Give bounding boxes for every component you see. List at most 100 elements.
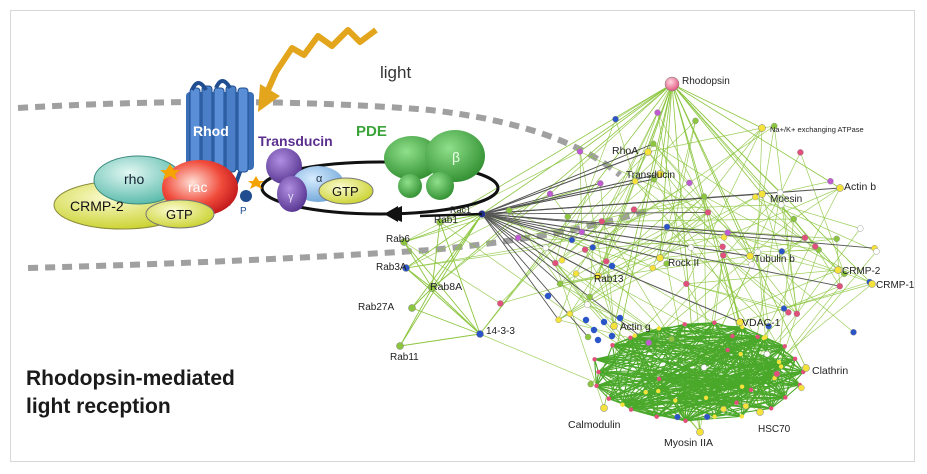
figure-frame	[10, 10, 915, 462]
network-node	[776, 189, 784, 196]
node-rhoa	[644, 148, 652, 156]
network-node	[663, 223, 671, 231]
network-edge	[601, 83, 673, 222]
cluster-edge	[611, 345, 624, 405]
network-node	[742, 402, 750, 410]
network-edge	[773, 125, 798, 314]
network-node	[546, 190, 554, 198]
network-edge	[739, 281, 870, 323]
network-node	[558, 257, 566, 264]
node-myosin	[696, 428, 704, 436]
cluster-edge	[736, 366, 782, 404]
cluster-node	[683, 418, 688, 424]
cluster-node	[776, 359, 782, 365]
rac1-hub-edge	[481, 211, 708, 215]
network-edge	[647, 151, 709, 213]
phosphate-dot	[240, 190, 252, 202]
crmp2-pathway-label: CRMP-2	[70, 198, 124, 214]
rac1-hub-edge	[481, 213, 561, 285]
network-node	[582, 316, 590, 324]
network-node	[692, 117, 699, 125]
network-node	[594, 336, 602, 344]
cluster-edge	[735, 386, 743, 403]
cluster-edge	[594, 359, 598, 386]
rac1-hub-edge	[481, 213, 650, 344]
pde-beta-label: β	[452, 149, 460, 165]
rhodopsin-edge	[671, 83, 807, 369]
node-crmp2	[834, 266, 842, 274]
cluster-edge	[645, 377, 775, 393]
cluster-node	[712, 320, 717, 325]
cluster-edge	[594, 359, 599, 373]
network-edge	[405, 193, 551, 269]
network-edge	[500, 151, 649, 304]
label-rab27a: Rab27A	[358, 302, 394, 313]
network-edge	[768, 187, 841, 327]
cluster-node	[739, 384, 745, 389]
cluster-edge	[656, 377, 775, 418]
cluster-node	[740, 324, 745, 330]
node-rhodopsin	[664, 76, 680, 92]
network-edge	[555, 173, 661, 264]
node-vdac1	[736, 318, 744, 326]
cluster-node	[748, 387, 754, 393]
cluster-node	[738, 351, 743, 357]
network-edge	[584, 249, 672, 340]
pde-label: PDE	[356, 123, 387, 140]
network-node	[668, 335, 675, 343]
node-moesin	[758, 190, 766, 198]
network-edge	[558, 263, 667, 321]
light-arrow-head	[258, 84, 280, 112]
cluster-edge	[594, 358, 660, 380]
node-clathrin	[802, 364, 810, 372]
network-node	[552, 259, 559, 267]
network-node	[785, 309, 792, 316]
node-rab1	[436, 218, 444, 226]
cluster-node	[628, 335, 633, 340]
light-arrow	[265, 27, 378, 92]
label-clathrin: Clathrin	[812, 365, 848, 377]
network-node	[572, 270, 580, 277]
network-node	[812, 243, 819, 250]
network-node	[801, 234, 809, 241]
cluster-edge	[634, 335, 743, 388]
network-edge	[584, 182, 690, 250]
network-node	[556, 280, 564, 287]
cluster-edge	[598, 371, 659, 392]
cluster-node	[703, 395, 709, 400]
rho-pathway-label: rho	[124, 171, 144, 187]
node-rab6	[400, 238, 408, 246]
rab-edge	[405, 213, 483, 269]
rac1-arrow-head	[384, 206, 402, 222]
cluster-edge	[596, 385, 610, 400]
network-edge	[761, 193, 798, 314]
rhodopsin-edge	[659, 83, 673, 175]
cluster-edge	[727, 335, 733, 351]
network-node	[600, 318, 608, 326]
network-node	[790, 215, 797, 223]
gtp-left-label: GTP	[166, 207, 193, 222]
network-edge	[597, 232, 728, 277]
cluster-node	[628, 407, 634, 412]
network-node	[612, 115, 619, 123]
network-node	[687, 244, 695, 251]
network-node	[608, 262, 616, 270]
network-node	[833, 235, 840, 243]
network-node	[780, 305, 788, 312]
network-node	[663, 260, 670, 267]
network-node	[724, 229, 731, 236]
cluster-edge	[740, 337, 765, 355]
cluster-edge	[705, 366, 782, 399]
rab-edge	[411, 213, 483, 309]
node-p1433	[476, 330, 484, 338]
cluster-edge	[634, 335, 782, 368]
pde-complex	[384, 130, 485, 200]
node-rab13	[594, 272, 602, 280]
network-node	[578, 228, 585, 236]
network-node	[497, 300, 504, 307]
rab-edge	[411, 287, 433, 309]
transducin-gamma-label: γ	[288, 191, 294, 203]
network-edge	[757, 127, 763, 253]
gtp-right-label: GTP	[332, 184, 359, 199]
transducin-cycle-loop	[260, 160, 500, 216]
